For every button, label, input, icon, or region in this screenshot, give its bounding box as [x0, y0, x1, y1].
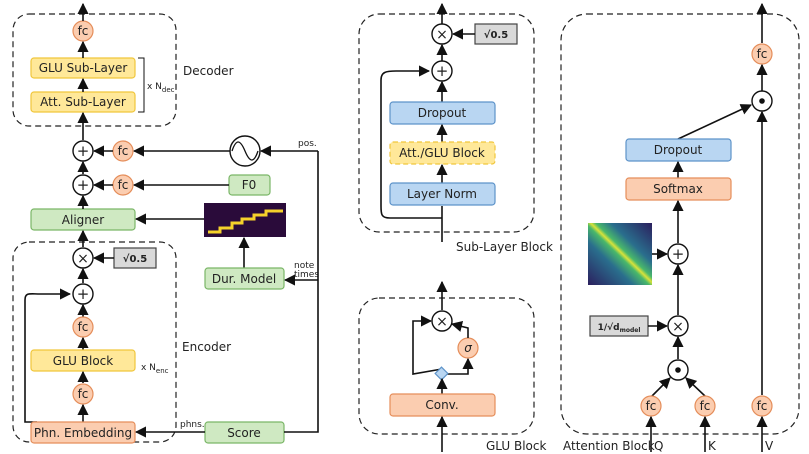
encoder-title: Encoder [182, 340, 231, 354]
k-label: K [708, 439, 717, 453]
sigma-label: σ [464, 341, 472, 355]
layer-norm-box [389, 182, 496, 206]
conv-label: Conv. [425, 398, 458, 412]
residual-arrow [24, 288, 72, 423]
encoder-repeat: x Nenc [141, 363, 169, 375]
v-label: V [765, 439, 774, 453]
split-node [434, 366, 449, 381]
f0-fc-label: fc [118, 178, 129, 192]
plus-glyph: + [77, 142, 90, 160]
note-times-label-1: note [294, 261, 315, 271]
phns-label: phns. [180, 420, 205, 430]
att-sublayer-label: Att. Sub-Layer [40, 95, 126, 109]
attention-fc-out-label: fc [757, 47, 768, 61]
times-glyph: × [436, 314, 448, 330]
residual-arrow [380, 65, 442, 219]
encoder-fc-top-label: fc [78, 320, 89, 334]
score-label: Score [227, 426, 261, 440]
times-glyph: × [672, 319, 684, 335]
arrow [450, 321, 469, 338]
encoder-fc-bottom-label: fc [78, 387, 89, 401]
sine-wave-icon [231, 141, 259, 161]
aligner-label: Aligner [62, 213, 104, 227]
sublayer-scale-label: √0.5 [484, 29, 508, 41]
plus-glyph: + [77, 176, 90, 194]
score-feed-line [284, 151, 319, 433]
att-glu-block-box [389, 141, 496, 165]
sublayer-title: Sub-Layer Block [456, 240, 553, 254]
glu-detail-block: × σ Conv. GLU Block [358, 280, 546, 453]
q-fc-label: fc [646, 399, 657, 413]
attention-group [560, 13, 800, 435]
arrow [677, 104, 753, 140]
attention-scale-label: 1/√dmodel [598, 322, 641, 334]
att-glu-block-label: Att./GLU Block [399, 146, 485, 160]
plus-glyph: + [672, 245, 685, 263]
times-glyph: × [77, 251, 89, 267]
decoder-fc-label: fc [78, 24, 89, 38]
glu-title: GLU Block [486, 439, 546, 453]
arrow [412, 315, 443, 375]
full-model: fc GLU Sub-Layer Att. Sub-Layer x Ndec D… [12, 2, 319, 444]
attention-title: Attention Block [563, 439, 655, 453]
plus-glyph: + [77, 285, 90, 303]
sublayer-group [358, 13, 535, 233]
sublayer-block: × √0.5 + Dropout Att./GLU Block Layer No… [358, 2, 553, 254]
encoder-group [12, 241, 177, 443]
times-glyph: × [436, 27, 448, 43]
k-fc-label: fc [700, 399, 711, 413]
q-label: Q [654, 439, 663, 453]
alignment-matrix-image [204, 203, 286, 237]
f0-label: F0 [242, 178, 257, 192]
decoder-repeat: x Ndec [147, 82, 175, 94]
sublayer-dropout-label: Dropout [418, 106, 467, 120]
dur-model-label: Dur. Model [212, 272, 276, 286]
encoder-scale-label: √0.5 [123, 253, 147, 265]
decoder-bracket [138, 57, 145, 113]
pos-label: pos. [298, 139, 317, 149]
dot-glyph [759, 98, 765, 104]
plus-glyph: + [436, 62, 449, 80]
decoder-group [12, 13, 177, 127]
phn-embedding-label: Phn. Embedding [34, 426, 132, 440]
diagonal-prior-image [588, 223, 652, 285]
glu-block-label: GLU Block [53, 354, 113, 368]
arrow [651, 377, 671, 397]
v-fc-label: fc [757, 399, 768, 413]
arrow [442, 357, 474, 375]
softmax-label: Softmax [653, 182, 703, 196]
attention-dropout-label: Dropout [654, 143, 703, 157]
glu-sublayer-label: GLU Sub-Layer [39, 61, 128, 75]
dot-glyph [675, 367, 681, 373]
arrow [685, 377, 706, 397]
note-times-label-2: times [294, 270, 319, 280]
layer-norm-label: Layer Norm [407, 187, 477, 201]
glu-group [358, 297, 535, 435]
decoder-title: Decoder [183, 64, 234, 78]
attention-block: fc Dropout Softmax + × 1/√dmodel fc fc f… [560, 2, 800, 453]
pos-fc-label: fc [118, 144, 129, 158]
